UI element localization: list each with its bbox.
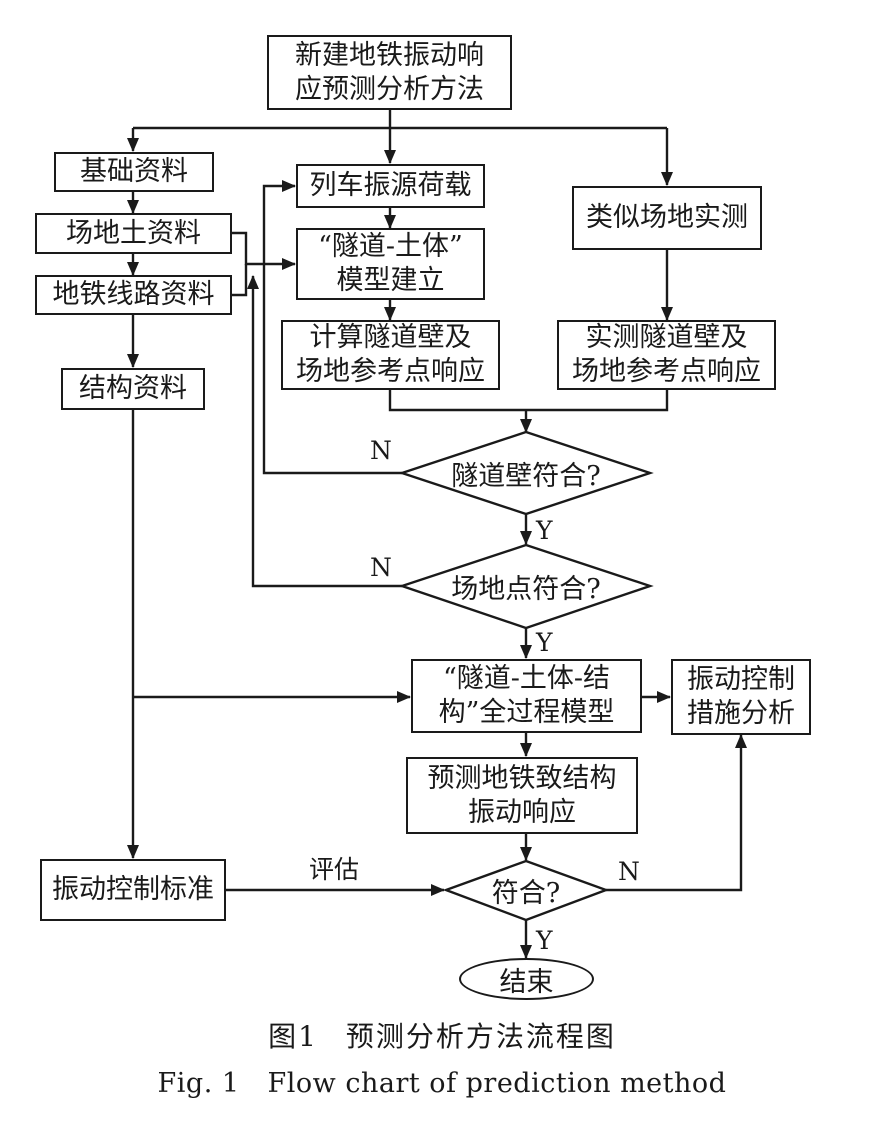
label-n-site-point: N bbox=[370, 553, 392, 582]
figure-number-en: Fig. 1 bbox=[157, 1068, 240, 1099]
figure-caption-en: Fig. 1 Flow chart of prediction method bbox=[0, 1068, 884, 1099]
edge-d2-no bbox=[247, 275, 402, 588]
label-y-tunnel-wall: Y bbox=[536, 516, 553, 545]
label-n-final: N bbox=[618, 857, 640, 886]
decision-site-point-shape bbox=[398, 543, 654, 630]
label-evaluate: 评估 bbox=[309, 855, 360, 884]
figure-number-cn: 图1 bbox=[268, 1020, 318, 1053]
decision-tunnel-wall-shape bbox=[398, 430, 654, 516]
decision-final: 符合? bbox=[491, 877, 561, 909]
edge-calc-merge bbox=[388, 390, 669, 412]
predict-response-box: 预测地铁致结构 振动响应 bbox=[406, 757, 638, 834]
edge-site-to-model bbox=[232, 231, 296, 270]
similar-site-measure-box: 类似场地实测 bbox=[572, 186, 762, 250]
measured-response-box: 实测隧道壁及 场地参考点响应 bbox=[557, 320, 776, 390]
edge-metro-to-model bbox=[232, 264, 248, 297]
structure-data-box: 结构资料 bbox=[61, 368, 205, 410]
full-process-model-box: “隧道-土体-结 构”全过程模型 bbox=[411, 659, 642, 733]
tunnel-soil-model-box: “隧道-土体” 模型建立 bbox=[296, 228, 485, 300]
edge-d1-no bbox=[262, 180, 402, 475]
figure-caption-cn: 图1 预测分析方法流程图 bbox=[0, 1015, 884, 1055]
control-measures-box: 振动控制 措施分析 bbox=[671, 659, 811, 735]
calc-response-box: 计算隧道壁及 场地参考点响应 bbox=[281, 320, 500, 390]
figure-title-en: Flow chart of prediction method bbox=[267, 1068, 727, 1099]
label-y-site-point: Y bbox=[536, 628, 553, 657]
decision-final-shape bbox=[442, 859, 610, 922]
figure-title-cn: 预测分析方法流程图 bbox=[345, 1020, 616, 1053]
label-y-final: Y bbox=[536, 926, 553, 955]
basic-data-box: 基础资料 bbox=[54, 152, 214, 192]
control-standard-box: 振动控制标准 bbox=[40, 859, 226, 921]
edge-d3-no bbox=[606, 734, 747, 892]
decision-tunnel-wall: 隧道壁符合? bbox=[451, 460, 601, 492]
train-load-box: 列车振源荷载 bbox=[296, 164, 485, 208]
decision-site-point: 场地点符合? bbox=[451, 573, 601, 605]
start-box: 新建地铁振动响 应预测分析方法 bbox=[267, 35, 512, 110]
metro-line-data-box: 地铁线路资料 bbox=[35, 275, 232, 315]
site-soil-data-box: 场地土资料 bbox=[35, 213, 232, 254]
label-n-tunnel-wall: N bbox=[370, 436, 392, 465]
end-terminal: 结束 bbox=[459, 958, 594, 1000]
flowchart-lines bbox=[127, 110, 747, 959]
